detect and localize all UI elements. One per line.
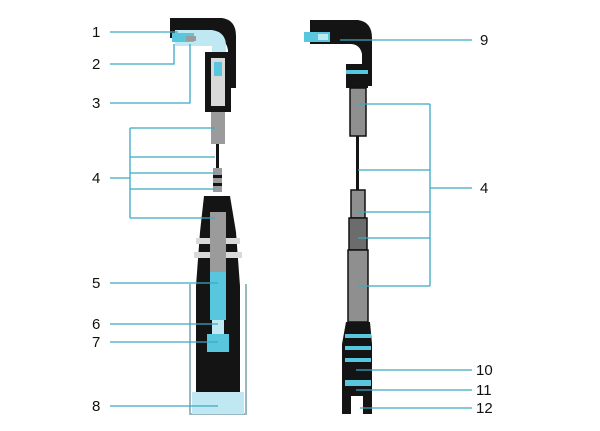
callout-7: 7 [92, 334, 100, 351]
callout-6: 6 [92, 316, 100, 333]
right-boot-band-1 [345, 334, 371, 338]
left-resistor-spring [212, 320, 224, 334]
callout-3: 3 [92, 95, 100, 112]
left-lower-rod [210, 212, 226, 272]
right-boot-band-4 [345, 380, 371, 386]
callout-9: 9 [480, 32, 488, 49]
callout-4-right: 4 [480, 180, 488, 197]
left-boot-ribs [194, 238, 242, 258]
callout-10: 10 [476, 362, 493, 379]
left-contact-cup [207, 334, 229, 352]
right-collar-band [346, 70, 368, 74]
leader-3 [110, 44, 191, 104]
callout-4-left: 4 [92, 170, 100, 187]
left-elbow-terminal [186, 36, 196, 41]
leader-2 [110, 44, 175, 65]
callout-12: 12 [476, 400, 493, 417]
right-boot-band-2 [345, 346, 371, 350]
callout-labels: 1 2 3 4 5 6 7 8 9 4 10 11 12 [92, 24, 493, 417]
callout-5: 5 [92, 275, 100, 292]
left-upper-rod [211, 112, 225, 144]
left-braid [213, 168, 222, 192]
right-upper-collar [346, 64, 368, 88]
leader-4-left-bracket [110, 127, 215, 219]
leader-lines [110, 31, 472, 409]
left-wire [216, 144, 219, 168]
left-braid-stripe-2 [213, 183, 222, 186]
left-connector-assembly [170, 18, 247, 415]
left-resistor [210, 272, 226, 320]
right-boot-band-3 [345, 358, 371, 362]
right-braid [348, 217, 368, 251]
right-ferrule [350, 189, 366, 219]
callout-11: 11 [476, 382, 492, 399]
right-wire [356, 136, 359, 190]
right-boot-slot [351, 396, 363, 414]
right-lower-boot [342, 322, 372, 414]
left-elbow-clip [172, 33, 194, 42]
callout-2: 2 [92, 56, 100, 73]
left-upper-spring [214, 62, 222, 76]
right-connector-assembly [304, 20, 372, 414]
right-elbow-clip [304, 32, 330, 42]
right-elbow-terminal [318, 34, 328, 40]
right-upper-rod [349, 87, 367, 137]
callout-8: 8 [92, 398, 100, 415]
leader-4-right-bracket [358, 103, 472, 287]
left-braid-stripe [213, 175, 222, 178]
callout-1: 1 [92, 24, 100, 41]
left-insulator-end [192, 392, 244, 414]
